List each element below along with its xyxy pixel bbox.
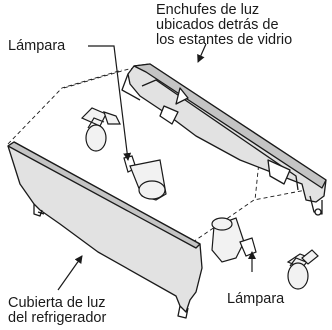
sockets-label-line-2: ubicados detrás de — [156, 17, 279, 33]
lower-socket-body — [287, 262, 309, 290]
leader-sockets — [197, 43, 207, 63]
lower-lamp-assembly — [211, 217, 319, 290]
light-cover — [7, 141, 203, 319]
lower-bulb-base — [239, 237, 257, 257]
cover-label: Cubierta de luz del refrigerador — [8, 296, 106, 326]
upper-socket-body — [85, 124, 107, 152]
sockets-label: Enchufes de luz ubicados detrás de los e… — [156, 3, 292, 48]
upper-socket-clip — [80, 107, 107, 127]
lamp-top-label: Lámpara — [8, 38, 66, 54]
leader-cover — [57, 255, 83, 291]
sockets-label-line-3: los estantes de vidrio — [156, 32, 293, 48]
lamp-bottom-label: Lámpara — [227, 291, 285, 307]
leader-lamp-top — [88, 45, 132, 161]
sockets-label-line-1: Enchufes de luz — [156, 2, 260, 18]
cover-label-line-1: Cubierta de luz — [8, 295, 106, 311]
cover-label-line-2: del refrigerador — [8, 310, 107, 326]
light-socket-housing — [121, 63, 327, 216]
leader-lines — [57, 43, 256, 291]
upper-lamp-assembly — [80, 107, 167, 201]
